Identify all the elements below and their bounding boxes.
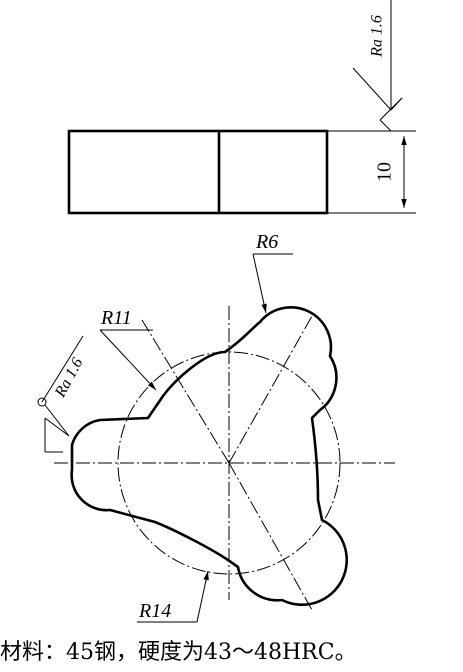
center-line-diagonal-upper bbox=[228, 315, 313, 464]
center-line-diagonal-lower bbox=[228, 462, 313, 611]
r14-label: R14 bbox=[138, 600, 171, 622]
inner-reference-circle bbox=[117, 351, 341, 575]
r11-leader-arrow bbox=[99, 329, 157, 391]
side-view: 10 Ra 1.6 bbox=[67, 0, 416, 215]
roughness-text-side: Ra 1.6 bbox=[369, 15, 386, 58]
thickness-dimension-text: 10 bbox=[374, 162, 396, 182]
roughness-symbol-top: Ra 1.6 bbox=[37, 335, 87, 453]
material-note: 材料：45钢，硬度为43～48HRC。 bbox=[0, 640, 357, 665]
r6-leader-arrow bbox=[252, 253, 267, 314]
r14-leader-arrow bbox=[196, 570, 209, 623]
three-lobe-profile bbox=[70, 306, 349, 607]
r6-label: R6 bbox=[255, 231, 278, 253]
roughness-symbol-side: Ra 1.6 bbox=[352, 0, 403, 132]
top-view: R6 R11 R14 Ra 1.6 bbox=[37, 231, 395, 623]
side-view-outline bbox=[67, 129, 329, 215]
center-line-diagonal-upper-left bbox=[141, 319, 230, 464]
r11-label: R11 bbox=[100, 307, 132, 329]
